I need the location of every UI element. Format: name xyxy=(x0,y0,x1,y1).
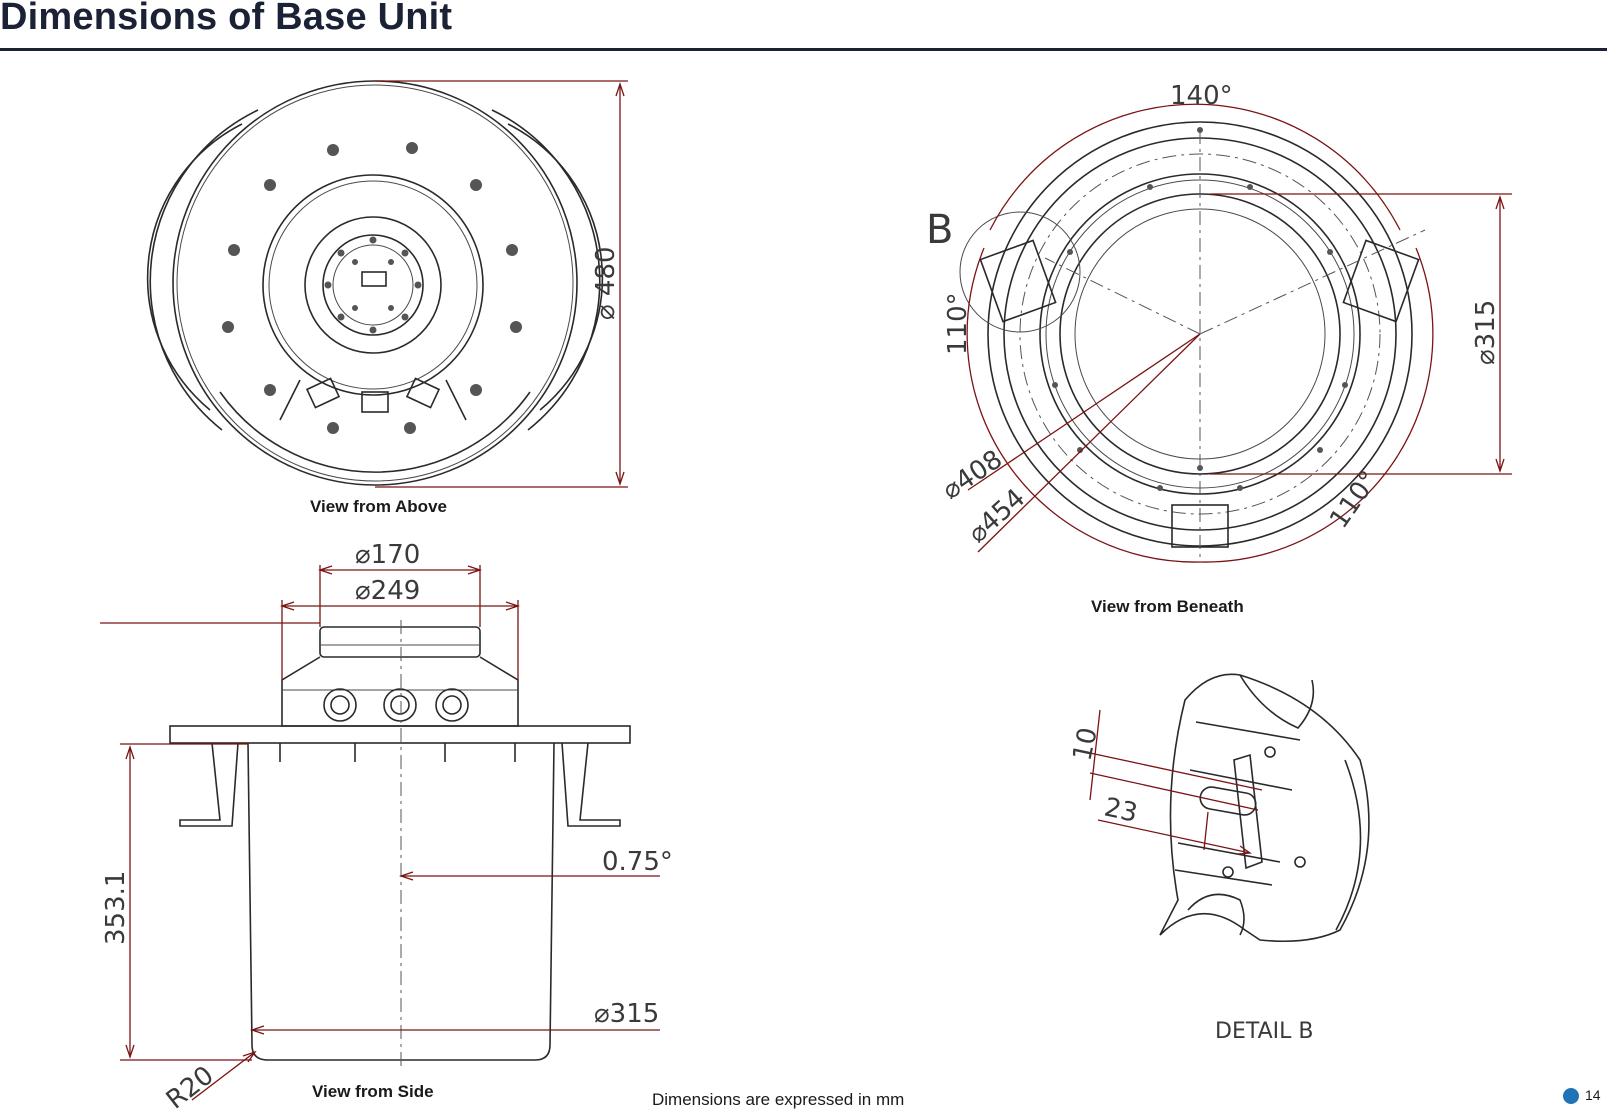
page-number: 14 xyxy=(1585,1087,1601,1103)
dim-side-diameter-flange: ⌀249 xyxy=(355,576,420,606)
dim-beneath-angle-top: 140° xyxy=(1170,81,1233,111)
dim-above-diameter: ⌀ 480 xyxy=(591,246,621,320)
title-divider xyxy=(0,48,1607,51)
dim-side-diameter-top: ⌀170 xyxy=(355,540,420,570)
caption-view-side: View from Side xyxy=(312,1082,434,1101)
dim-side-radius: R20 xyxy=(161,1060,220,1115)
footer-units-note: Dimensions are expressed in mm xyxy=(652,1090,905,1109)
view-above-drawing: ⌀ 480 xyxy=(146,80,628,488)
dim-side-taper: 0.75° xyxy=(602,847,673,877)
page-title: Dimensions of Base Unit xyxy=(0,0,453,38)
page-indicator-dot-icon xyxy=(1563,1088,1579,1104)
detail-b-drawing: 10 23 DETAIL B xyxy=(1068,673,1370,1044)
detail-b-marker: B xyxy=(926,207,953,253)
view-beneath-drawing: B 140° 110° 110° ⌀315 ⌀408 ⌀454 xyxy=(926,81,1512,563)
dim-beneath-diameter-inner: ⌀315 xyxy=(1471,300,1501,365)
dim-detail-b: 23 xyxy=(1102,793,1141,829)
dim-detail-a: 10 xyxy=(1068,725,1104,764)
caption-view-beneath: View from Beneath xyxy=(1091,597,1244,616)
detail-b-label: DETAIL B xyxy=(1215,1019,1313,1044)
dim-side-height: 353.1 xyxy=(101,871,131,945)
view-side-drawing: ⌀170 ⌀249 353.1 0.75° ⌀315 R20 xyxy=(100,540,673,1116)
dim-side-diameter-bottom: ⌀315 xyxy=(594,999,659,1029)
dim-beneath-angle-left: 110° xyxy=(943,292,973,355)
caption-view-above: View from Above xyxy=(310,497,447,516)
dim-beneath-diameter-b: ⌀454 xyxy=(963,483,1032,549)
